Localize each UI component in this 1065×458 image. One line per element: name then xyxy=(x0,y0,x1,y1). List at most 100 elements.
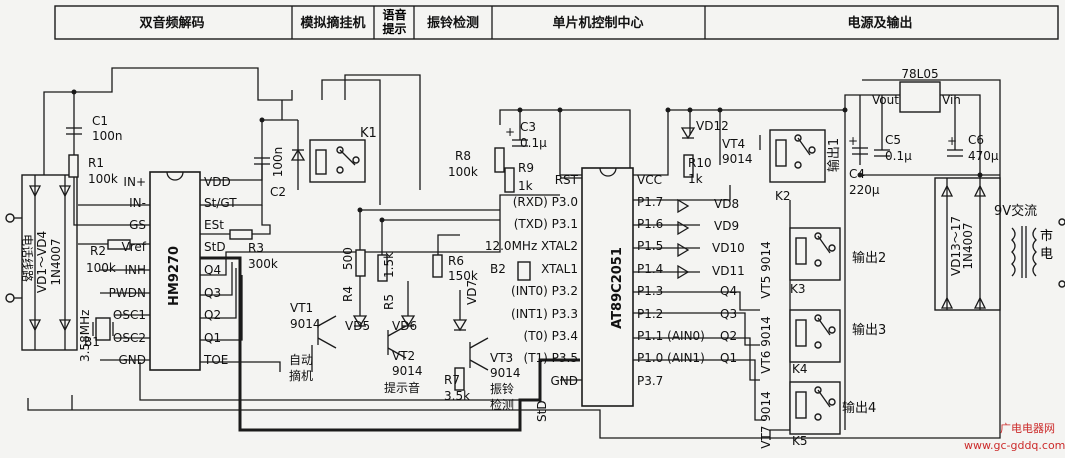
vt5-label: VT5 9014 xyxy=(759,241,773,299)
vd11-label: VD11 xyxy=(712,264,745,278)
k1-coil xyxy=(315,149,327,175)
hm9270-pin-in-plus: IN+ xyxy=(123,175,146,189)
r9-value: 1k xyxy=(518,179,533,193)
c5-label: C5 xyxy=(885,133,901,147)
at89c2051-name: AT89C2051 xyxy=(610,247,625,329)
phone-terminal-a[interactable] xyxy=(5,213,15,223)
vt6-label: VT6 9014 xyxy=(759,316,773,374)
mcu-pin-p33: (INT1) P3.3 xyxy=(511,307,578,321)
header-mcu: 单片机控制中心 xyxy=(552,15,643,31)
mcu-pin-p32: (INT0) P3.2 xyxy=(511,284,578,298)
decoder-timing: 100n C2 R3 300k xyxy=(200,147,286,271)
c6-value: 470μ xyxy=(968,149,999,163)
vt1-note-b: 摘机 xyxy=(289,368,313,383)
vd10-label: VD10 xyxy=(712,241,745,255)
header-offhook: 模拟摘挂机 xyxy=(300,15,365,31)
mains-label: 市电 xyxy=(1040,229,1054,262)
power-supply: 78L05 Vout Vin + C4 220μ C5 0.1μ + C6 47… xyxy=(848,67,1065,311)
mains-terminal-b[interactable] xyxy=(1058,280,1065,288)
r5-label: R5 xyxy=(382,294,396,310)
mcu-pin-p12: P1.2 xyxy=(637,307,663,321)
crystal-b1 xyxy=(95,317,111,341)
c1-label: C1 xyxy=(92,114,108,128)
hm9270-pin-q1: Q1 xyxy=(204,331,221,345)
led-vd9 xyxy=(677,220,690,236)
vd1-4-label: VD1～VD4 xyxy=(35,231,49,293)
at89c2051-body xyxy=(581,167,634,407)
phone-line-bridge: 电话线路 VD1～VD4 1N4007 xyxy=(5,174,78,351)
mcu-pin-p30: (RXD) P3.0 xyxy=(513,195,578,209)
transformer xyxy=(1011,226,1037,278)
vd8-label: VD8 xyxy=(714,197,739,211)
b1-value: 3.58MHz xyxy=(78,310,92,362)
hm9270-pin-q4: Q4 xyxy=(204,263,221,277)
c3-label: C3 xyxy=(520,120,536,134)
mcu-pin-p15: P1.5 xyxy=(637,239,663,253)
header-decode: 双音频解码 xyxy=(139,15,204,31)
resistor-r4 xyxy=(355,249,366,277)
mcu-pin-p17: P1.7 xyxy=(637,195,663,209)
mcu-pin-p31: (TXD) P3.1 xyxy=(514,217,578,231)
status-leds: VD12 R10 1k VD8 VD9 VD10 VD11 Q4 Q3 Q2 Q… xyxy=(677,119,745,365)
hm9270-body xyxy=(149,171,201,371)
k1-label: K1 xyxy=(360,126,377,141)
q4-label: Q4 xyxy=(720,284,737,298)
led-vd11 xyxy=(677,264,690,280)
phone-terminal-b[interactable] xyxy=(5,293,15,303)
r2-value: 100k xyxy=(86,261,116,275)
header-ring: 振铃检测 xyxy=(427,15,479,31)
mcu-ic: AT89C2051 RST (RXD) P3.0 (TXD) P3.1 12.0… xyxy=(485,167,705,407)
crystal-b2 xyxy=(517,261,531,281)
b1-label: B1 xyxy=(84,335,100,349)
k3-coil xyxy=(795,237,807,265)
resistor-r7 xyxy=(454,367,465,391)
vt4-label: VT4 xyxy=(722,137,745,151)
mcu-pin-p34: (T0) P3.4 xyxy=(524,329,578,343)
b2-label: B2 xyxy=(490,262,506,276)
led-vd7 xyxy=(452,319,468,332)
vd13-17-label: VD13～17 xyxy=(949,216,963,276)
junctions xyxy=(71,89,983,223)
mains-fo: 市电 xyxy=(1040,229,1054,262)
output2-label: 输出2 xyxy=(852,250,886,266)
mcu-pin-p10: P1.0 (AIN1) xyxy=(637,351,705,365)
r10-label: R10 xyxy=(688,156,712,170)
vt1-type: 9014 xyxy=(290,317,321,331)
section-header: 双音频解码 模拟摘挂机 语音提示 振铃检测 单片机控制中心 电源及输出 xyxy=(54,5,1059,40)
c4-value: 220μ xyxy=(849,183,880,197)
decoder-ic: HM9270 IN+ IN- GS Vref INH PWDN OSC1 OSC… xyxy=(78,171,237,371)
vd6-label: VD6 xyxy=(392,319,417,333)
vt3-label: VT3 xyxy=(490,351,513,365)
hm9270-pin-vref: Vref xyxy=(122,240,147,254)
hm9270-pin-q3: Q3 xyxy=(204,286,221,300)
regulator-vout: Vout xyxy=(872,93,899,107)
mcu-pin-p11: P1.1 (AIN0) xyxy=(637,329,705,343)
hm9270-pin-gs: GS xyxy=(129,218,146,232)
r4-label: R4 xyxy=(341,286,355,302)
c1-value: 100n xyxy=(92,129,123,143)
header-voice-fo: 语音提示 xyxy=(382,8,406,36)
header-power: 电源及输出 xyxy=(847,15,912,31)
vd5-label: VD5 xyxy=(345,319,370,333)
phone-line-label: 电话线路 xyxy=(20,234,35,282)
q2-label: Q2 xyxy=(720,329,737,343)
k3-label: K3 xyxy=(790,282,806,296)
hm9270-pin-q2: Q2 xyxy=(204,308,221,322)
transistors-front: VT1 9014 自动 摘机 VT2 9014 提示音 VT3 9014 振铃 … xyxy=(289,301,549,422)
output3-label: 输出3 xyxy=(852,322,886,338)
regulator-name: 78L05 xyxy=(901,67,938,81)
driver-network: R4 500 R5 1.5k R6 150k VD5 VD6 VD7 xyxy=(341,209,500,333)
mains-terminal-a[interactable] xyxy=(1058,218,1065,226)
k2-coil xyxy=(775,139,787,167)
led-vd10 xyxy=(677,242,690,258)
vd9-label: VD9 xyxy=(714,219,739,233)
watermark: 广电电器网 www.gc-gddq.com xyxy=(964,422,1065,452)
q3-label: Q3 xyxy=(720,307,737,321)
resistor-r10 xyxy=(683,154,694,178)
r3-label: R3 xyxy=(248,241,264,255)
r6-label: R6 xyxy=(448,254,464,268)
svg-text:+: + xyxy=(947,134,957,148)
r1-value: 100k xyxy=(88,172,118,186)
output-relays: VT4 9014 输出1 K2 输出2 K3 VT5 9014 输出3 K4 V… xyxy=(722,129,886,449)
